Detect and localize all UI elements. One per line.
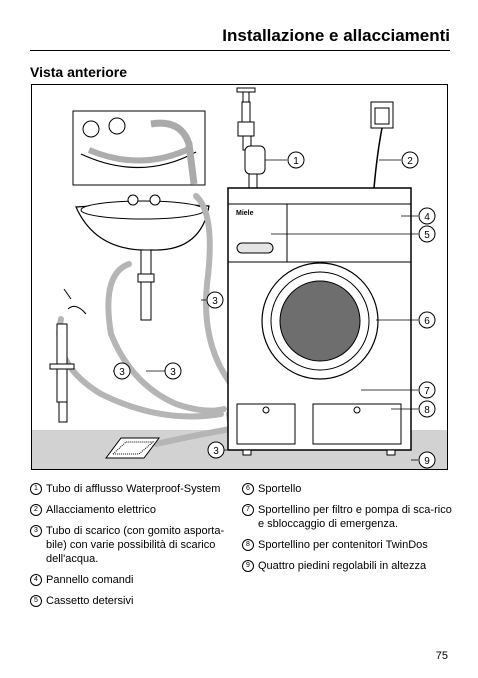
callout-3d: 3 [207, 441, 225, 459]
page-header-title: Installazione e allacciamenti [222, 26, 450, 45]
callout-8: 8 [418, 400, 436, 418]
washing-machine-illustration: Miele 1 2 3 3 3 3 4 5 [31, 84, 448, 470]
brand-logo: Miele [236, 210, 254, 217]
svg-text:7: 7 [424, 386, 430, 397]
callout-2: 2 [401, 151, 419, 169]
svg-text:8: 8 [424, 405, 430, 416]
sink [75, 194, 210, 321]
callout-3b: 3 [113, 362, 131, 380]
svg-text:4: 4 [424, 212, 430, 223]
callout-9: 9 [418, 451, 436, 469]
svg-text:2: 2 [407, 156, 413, 167]
section-title: Vista anteriore [30, 64, 128, 80]
page-number: 75 [435, 650, 448, 662]
svg-text:5: 5 [424, 230, 430, 241]
power-socket [370, 101, 394, 189]
water-tap [236, 87, 266, 191]
svg-text:3: 3 [212, 296, 218, 307]
callout-3c: 3 [164, 362, 182, 380]
callout-1: 1 [287, 151, 305, 169]
svg-text:3: 3 [119, 367, 125, 378]
header-rule [30, 50, 450, 51]
standpipe [49, 288, 87, 423]
sink-detail-inset [72, 110, 206, 186]
callout-3a: 3 [206, 291, 224, 309]
callout-5: 5 [418, 225, 436, 243]
svg-text:6: 6 [424, 316, 430, 327]
svg-text:3: 3 [213, 446, 219, 457]
callout-6: 6 [418, 311, 436, 329]
floor-drain [105, 437, 160, 459]
svg-text:9: 9 [424, 456, 430, 467]
callout-4: 4 [418, 207, 436, 225]
washing-machine: Miele [227, 187, 412, 456]
svg-text:3: 3 [170, 367, 176, 378]
callout-7: 7 [418, 381, 436, 399]
svg-text:1: 1 [293, 156, 299, 167]
